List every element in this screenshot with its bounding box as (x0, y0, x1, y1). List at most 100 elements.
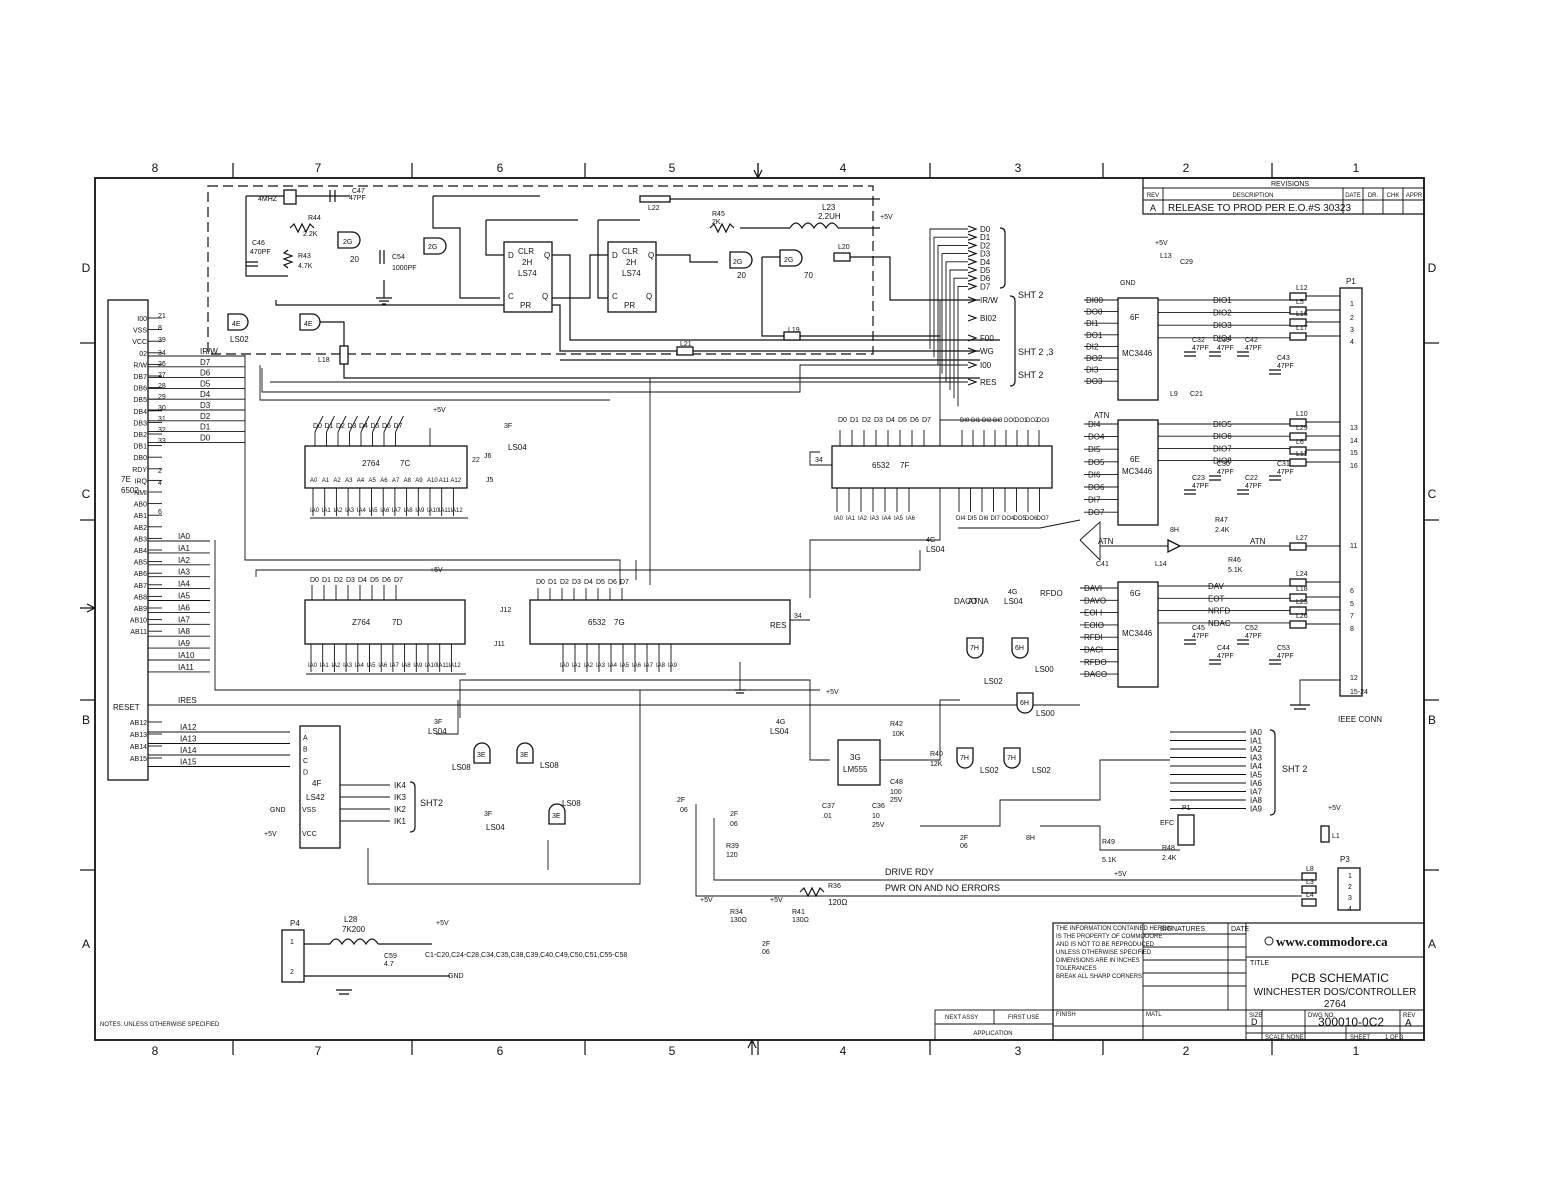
cpu-type: 6502 (121, 486, 139, 495)
ieee-left-label: DO1 (1086, 331, 1103, 340)
bus-label-d1: D1 (980, 233, 991, 242)
driver-ref: 6E (1130, 455, 1140, 464)
cpu-pin-rdy: RDY (132, 467, 147, 474)
cpu-pin-ab12: AB12 (130, 720, 147, 727)
eprom-addr-pin: A4 (357, 478, 365, 484)
riot-port-label: DI6 (979, 516, 989, 522)
rev-value: A (1405, 1018, 1412, 1029)
cpu-pin-rw: R/W (133, 362, 147, 369)
cpu-net-label: D4 (200, 390, 211, 399)
ieee-left-label: DI7 (1088, 496, 1101, 505)
eprom-data-pin: D1 (325, 423, 334, 430)
ff-wire (761, 257, 784, 337)
bus-label-d5: D5 (980, 266, 991, 275)
ff-qn: Q (646, 292, 652, 301)
tolerance-note-line: AND IS NOT TO BE REPRODUCED (1056, 942, 1155, 948)
ia-bus-label: IA1 (1250, 737, 1263, 746)
riot-port-label: DI5 (968, 516, 978, 522)
riot-data-pin: D6 (910, 417, 919, 424)
gate-3e-ls08 (516, 742, 534, 764)
gate-label: 3E (477, 752, 486, 759)
eprom-ia-label: IA6 (378, 663, 388, 669)
rev-col-rev: REV (1147, 193, 1159, 199)
inductor-l18 (339, 345, 349, 365)
bus-entry (314, 415, 324, 433)
cpu-pin-02: 02 (139, 351, 147, 358)
decoder-input: C (303, 758, 308, 765)
capacitor-c33 (1209, 351, 1221, 357)
gate-7h (966, 637, 984, 659)
inductor-label: L5 (1296, 299, 1304, 306)
riot-data-pin: D5 (596, 579, 605, 586)
frame-col-label-bottom: 5 (669, 1044, 676, 1058)
ff-wire (597, 220, 608, 299)
cpu-7e-body (107, 299, 149, 781)
ieee-left-label: DI2 (1086, 342, 1099, 351)
cpu-pin-ab13: AB13 (130, 732, 147, 739)
jumper-efc (1177, 814, 1195, 846)
cpu-net-label: D6 (200, 369, 211, 378)
eprom-ia-label: IA12 (448, 663, 461, 669)
gate-type: 20 (737, 271, 746, 280)
ia-bus-label: IA5 (1250, 771, 1263, 780)
tolerance-note-line: IS THE PROPERTY OF COMMODORE (1056, 934, 1162, 940)
driver-6e (1117, 419, 1159, 526)
title-line-2: WINCHESTER DOS/CONTROLLER (1254, 987, 1417, 998)
inductor-label: L16 (1296, 311, 1308, 318)
gate-4e-b (299, 313, 321, 331)
cpu-pin-number: 8 (158, 325, 162, 332)
capacitor-c42 (1237, 351, 1249, 357)
gate-type: LS02 (1032, 766, 1051, 775)
eprom-type: 7D (392, 618, 402, 627)
riot-port-pin: DO1 (1015, 418, 1028, 424)
cap-value: 10 (872, 813, 880, 820)
bus-arrow (967, 241, 978, 249)
inductor-label: L6 (1296, 439, 1304, 446)
bus-wedge (1079, 520, 1101, 562)
riot-addr-label: IA9 (668, 663, 678, 669)
resistor-r45 (709, 222, 735, 234)
rev-row-description: RELEASE TO PROD PER E.O.#S 30323 (1168, 203, 1351, 214)
cpu-pin-db4: DB4 (133, 409, 147, 416)
frame-col-label-top: 7 (315, 161, 322, 175)
cap-label: C41 (1096, 561, 1109, 568)
resistor-value: 5.1K (1102, 857, 1117, 864)
cap-value: 47PF (1277, 469, 1294, 476)
signal-arrow (967, 361, 978, 369)
vcc-label: +5V (1328, 805, 1341, 812)
frame-col-label-top: 6 (497, 161, 504, 175)
cpu-pin-ab11: AB11 (130, 629, 147, 636)
ia-bus-label: IA0 (1250, 728, 1263, 737)
gate-label: 3E (520, 752, 529, 759)
inductor-label: L28 (344, 915, 358, 924)
gate-label: 3E (552, 813, 561, 820)
riot-data-pin: D2 (560, 579, 569, 586)
connector-ref: P1 (1346, 277, 1356, 286)
riot-data-pin: D6 (608, 579, 617, 586)
p4-pin: 2 (290, 969, 294, 976)
inductor-label: L4 (1306, 892, 1314, 899)
decoder-input: D (303, 770, 308, 777)
gate-type: LS08 (562, 799, 581, 808)
ia-bus-label: IA9 (1250, 805, 1263, 814)
gate-wire (320, 321, 345, 346)
frame-row-label-left: C (82, 487, 91, 501)
connector-ref: P3 (1340, 855, 1350, 864)
ff-type: LS74 (518, 269, 537, 278)
decoder-input: B (303, 747, 308, 754)
connector-ref: P4 (290, 919, 300, 928)
eprom-ia-label: IA5 (369, 508, 379, 514)
vcc-label: +5V (1114, 871, 1127, 878)
gate-label: 8H (1170, 527, 1179, 534)
riot-addr-label: IA2 (584, 663, 594, 669)
eprom-addr-pin: A9 (415, 478, 423, 484)
wire (1040, 825, 1180, 851)
cap-value: 47PF (1277, 363, 1294, 370)
vcc-label: +5V (436, 920, 449, 927)
decoder-out-label: IK3 (394, 793, 407, 802)
cpu-pin-db5: DB5 (133, 397, 147, 404)
gate-2g-d (779, 249, 803, 267)
eprom-data-pin: D7 (394, 423, 403, 430)
ground-icon (1290, 704, 1310, 710)
inductor-label: L17 (1296, 325, 1308, 332)
